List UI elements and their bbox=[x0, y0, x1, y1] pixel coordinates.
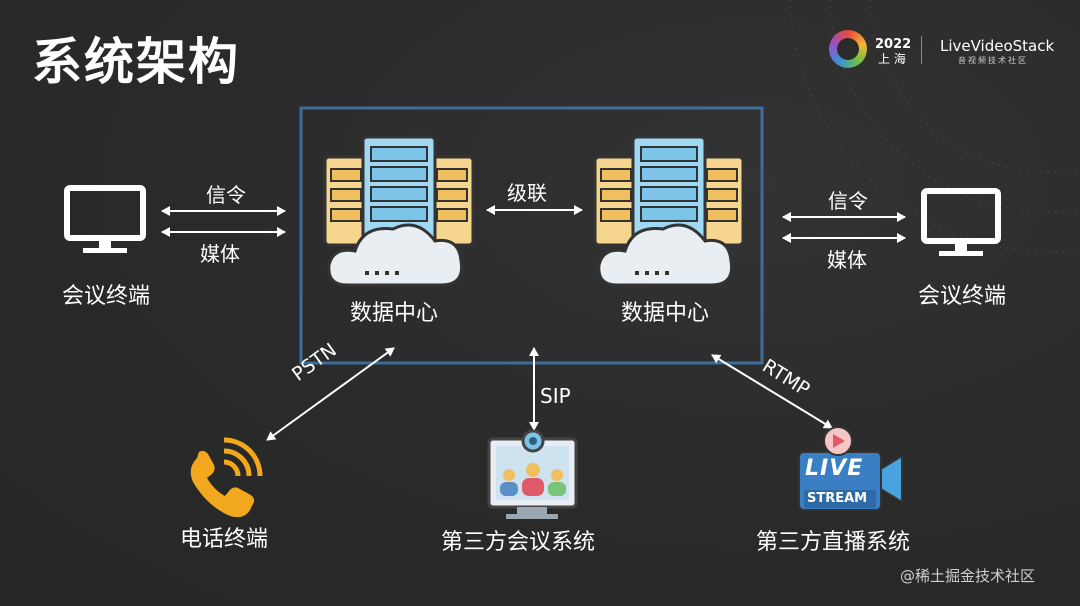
server-cloud-icon bbox=[323, 135, 475, 287]
logo-year: 2022 bbox=[875, 37, 912, 52]
video-conference-icon bbox=[487, 429, 578, 519]
monitor-icon bbox=[921, 188, 1001, 256]
cascade-label: 级联 bbox=[507, 181, 547, 205]
left-media-label: 媒体 bbox=[200, 242, 240, 266]
page-title: 系统架构 bbox=[32, 33, 240, 91]
right-media-label: 媒体 bbox=[827, 248, 867, 272]
live-stream-icon bbox=[798, 426, 903, 511]
server-cloud-icon bbox=[593, 135, 745, 287]
sip-label: SIP bbox=[540, 384, 571, 408]
event-logo-center bbox=[837, 38, 859, 60]
logo-city: 上 海 bbox=[878, 52, 906, 66]
right-signal-label: 信令 bbox=[828, 189, 868, 213]
right-terminal-label: 会议终端 bbox=[918, 284, 1007, 309]
third-conference-label: 第三方会议系统 bbox=[441, 530, 596, 555]
watermark: @稀土掘金技术社区 bbox=[900, 567, 1036, 585]
phone-icon bbox=[190, 437, 263, 518]
left-terminal-label: 会议终端 bbox=[62, 284, 151, 309]
datacenter-right-label: 数据中心 bbox=[621, 301, 710, 326]
third-live-label: 第三方直播系统 bbox=[756, 530, 911, 555]
logo-divider bbox=[921, 36, 922, 64]
logo-sub: 音视频技术社区 bbox=[958, 56, 1028, 65]
live-badge-text: LIVE bbox=[805, 456, 864, 481]
arrow-rtmp bbox=[711, 354, 833, 429]
decorative-dots bbox=[789, 0, 1080, 253]
datacenter-left-label: 数据中心 bbox=[350, 301, 439, 326]
monitor-icon bbox=[64, 185, 146, 253]
arrow-pstn bbox=[266, 347, 395, 441]
left-signal-label: 信令 bbox=[206, 183, 246, 207]
logo-brand: LiveVideoStack bbox=[940, 37, 1055, 55]
stream-badge-text: STREAM bbox=[807, 491, 868, 506]
phone-terminal-label: 电话终端 bbox=[180, 527, 269, 552]
